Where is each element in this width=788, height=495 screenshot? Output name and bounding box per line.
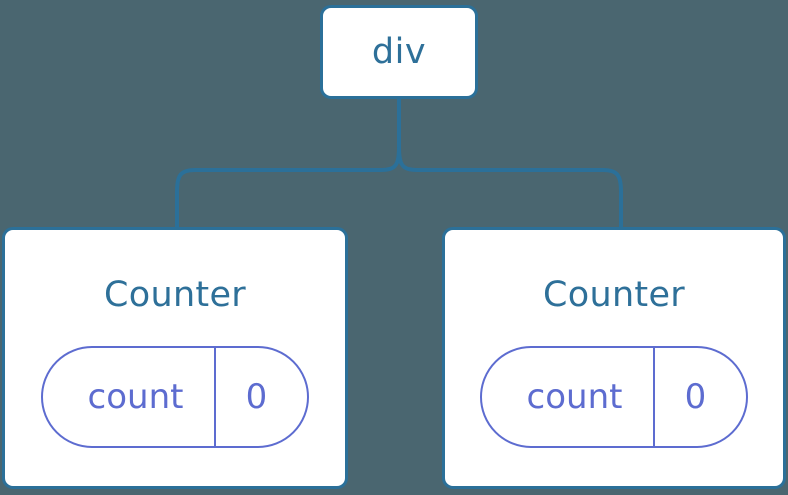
- state-pill-right[interactable]: count 0: [480, 346, 748, 448]
- state-pill-left-value: 0: [245, 377, 268, 417]
- node-counter-right-title: Counter: [543, 275, 685, 315]
- state-pill-left-key: count: [43, 348, 216, 446]
- connector-branch-left: [175, 146, 401, 229]
- node-div[interactable]: div: [320, 5, 478, 99]
- connector-branch-right: [397, 146, 623, 229]
- node-counter-left-title: Counter: [104, 275, 246, 315]
- state-pill-right-value: 0: [684, 377, 707, 417]
- state-pill-right-key: count: [482, 348, 655, 446]
- node-div-label: div: [371, 31, 427, 72]
- state-pill-left[interactable]: count 0: [41, 346, 309, 448]
- node-counter-right[interactable]: Counter count 0: [442, 227, 786, 489]
- node-counter-left[interactable]: Counter count 0: [2, 227, 348, 489]
